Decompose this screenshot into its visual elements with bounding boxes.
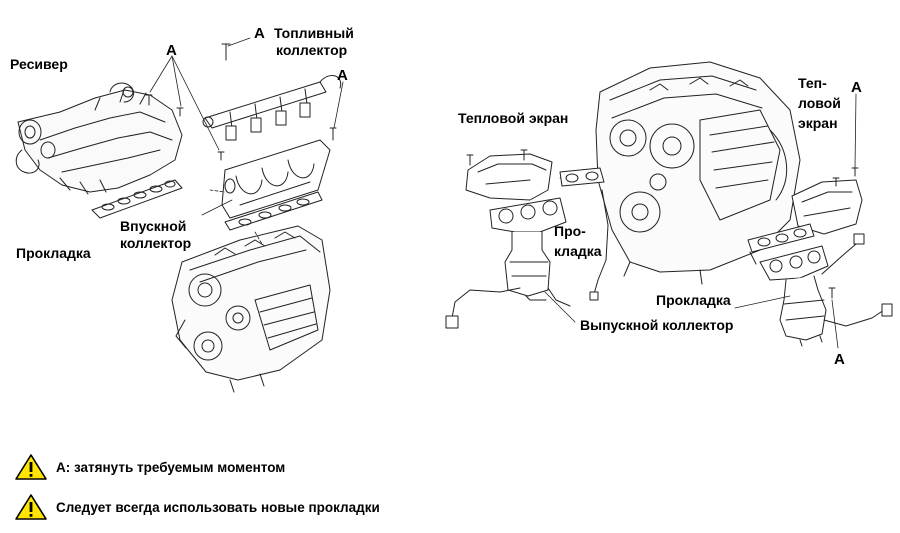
note-torque-text: A: затянуть требуемым моментом — [56, 459, 286, 475]
fuel-rail — [202, 74, 342, 141]
heat-shield-right — [791, 167, 863, 235]
label-a-right-top: A — [851, 79, 862, 96]
label-a-left-top: A — [166, 42, 177, 59]
label-a-right-bottom: A — [834, 351, 845, 368]
exhaust-manifold-right — [759, 233, 893, 347]
label-heat-shield-right-2: ловой — [798, 95, 841, 111]
intake-gasket-left — [91, 179, 183, 219]
label-intake-1: Впускной — [120, 218, 186, 234]
intake-manifold — [221, 139, 331, 231]
exhaust-gasket-right — [747, 223, 815, 253]
label-receiver: Ресивер — [10, 56, 68, 72]
warning-triangle-icon — [15, 454, 47, 480]
label-fuel-rail-1: Топливный — [274, 25, 354, 41]
exhaust-manifold-left — [445, 189, 609, 329]
exhaust-gasket-left — [559, 167, 605, 187]
label-gasket-right: Прокладка — [656, 292, 731, 308]
label-heat-shield-right-1: Теп- — [798, 75, 827, 91]
label-fuel-rail-2: коллектор — [276, 42, 347, 58]
note-gaskets-text: Следует всегда использовать новые прокла… — [56, 499, 380, 515]
label-intake-2: коллектор — [120, 235, 191, 251]
note-gaskets: Следует всегда использовать новые прокла… — [14, 493, 380, 521]
note-torque: A: затянуть требуемым моментом — [14, 453, 285, 481]
label-a-fuel-top: A — [254, 25, 265, 42]
receiver-plenum — [15, 82, 183, 195]
label-exhaust: Выпускной коллектор — [580, 317, 733, 333]
engine-block-right — [595, 61, 801, 285]
heat-shield-left — [465, 149, 553, 201]
label-gasket-left: Прокладка — [16, 245, 91, 261]
label-a-fuel-right: A — [337, 67, 348, 84]
warning-triangle-icon — [15, 494, 47, 520]
label-heat-shield-left: Тепловой экран — [458, 110, 568, 126]
label-gasket-mid-2: кладка — [554, 243, 602, 259]
label-gasket-mid-1: Про- — [554, 223, 586, 239]
engine-block-left — [171, 225, 331, 393]
label-heat-shield-right-3: экран — [798, 115, 838, 131]
